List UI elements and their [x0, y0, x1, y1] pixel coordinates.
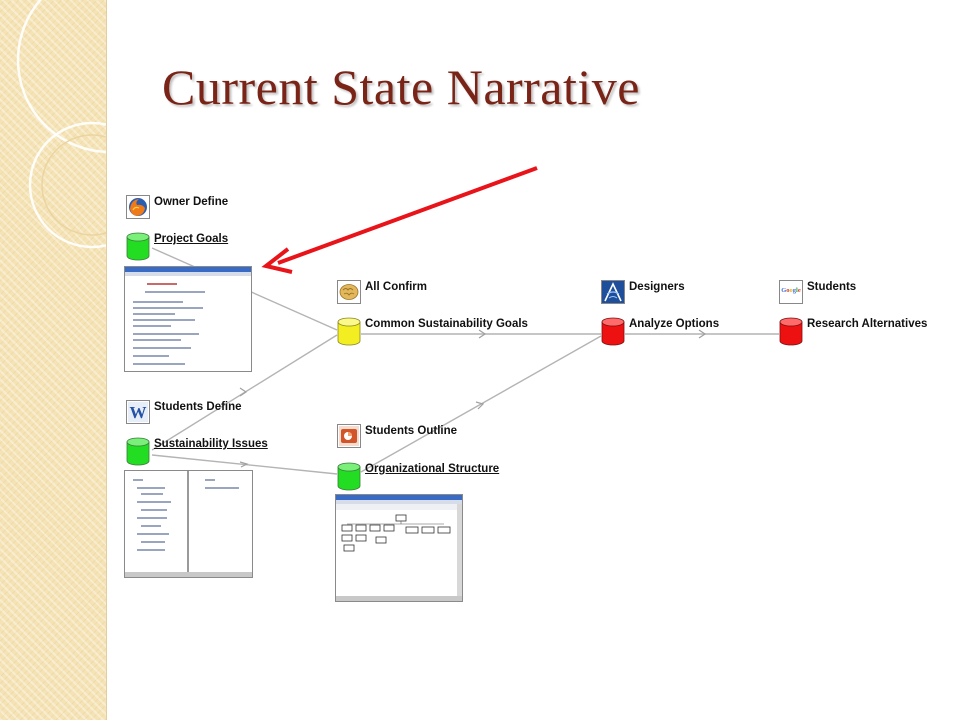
edge-arrowhead: [478, 329, 487, 339]
task-link[interactable]: Organizational Structure: [365, 463, 500, 475]
firefox-icon: [126, 195, 150, 219]
svg-text:Google: Google: [781, 287, 801, 294]
slide-title: Current State Narrative: [162, 59, 640, 115]
autodesk-icon: [601, 280, 625, 304]
status-cylinder-red[interactable]: [601, 317, 625, 347]
annotation-arrow: [261, 166, 538, 274]
org-chart-screenshot-thumbnail: [335, 494, 463, 602]
status-cylinder-red[interactable]: [779, 317, 803, 347]
task-label[interactable]: Research Alternatives: [807, 318, 928, 330]
task-link[interactable]: Project Goals: [154, 233, 229, 245]
actor-label: Owner Define: [154, 196, 229, 208]
actor-label: All Confirm: [365, 281, 427, 293]
edge-arrowhead: [475, 401, 485, 410]
google-icon: Google: [779, 280, 803, 304]
actor-label: Designers: [629, 281, 685, 293]
actor-label: Students Define: [154, 401, 242, 413]
status-cylinder-green[interactable]: [337, 462, 361, 492]
svg-text:W: W: [130, 403, 147, 422]
actor-label: Students: [807, 281, 857, 293]
browser-screenshot-thumbnail: [124, 266, 252, 372]
status-cylinder-yellow[interactable]: [337, 317, 361, 347]
edge-arrowhead: [239, 461, 249, 468]
edge-arrowhead: [239, 387, 248, 397]
task-link[interactable]: Sustainability Issues: [154, 438, 268, 450]
task-label[interactable]: Common Sustainability Goals: [365, 318, 528, 330]
brain-icon: [337, 280, 361, 304]
actor-label: Students Outline: [365, 425, 457, 437]
powerpoint-icon: [337, 424, 361, 448]
edge-arrowhead: [698, 329, 707, 339]
sidebar-circles-ornament: [16, 0, 106, 249]
status-cylinder-green[interactable]: [126, 232, 150, 262]
decorative-sidebar: [0, 0, 107, 720]
edge-sustainability-issues-to-org-structure: [151, 454, 338, 475]
document-screenshot-thumbnail: [124, 470, 253, 578]
task-label[interactable]: Analyze Options: [629, 318, 720, 330]
word-icon: W: [126, 400, 150, 424]
status-cylinder-green[interactable]: [126, 437, 150, 467]
